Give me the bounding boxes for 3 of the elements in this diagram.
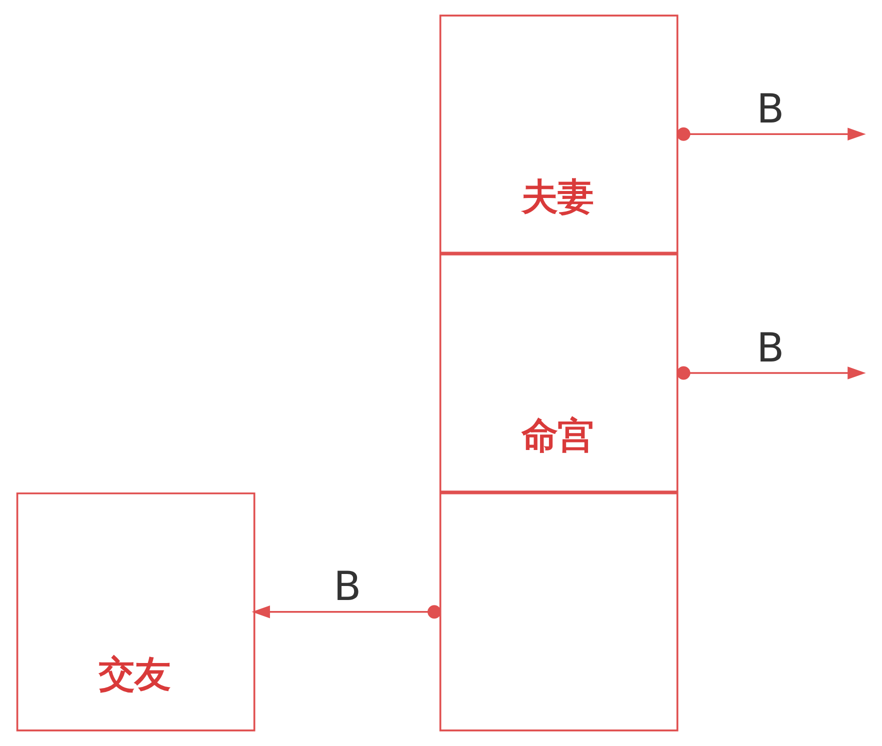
edge-label: B — [756, 325, 784, 372]
edge-label: B — [334, 564, 362, 610]
edge-label: B — [756, 86, 784, 132]
